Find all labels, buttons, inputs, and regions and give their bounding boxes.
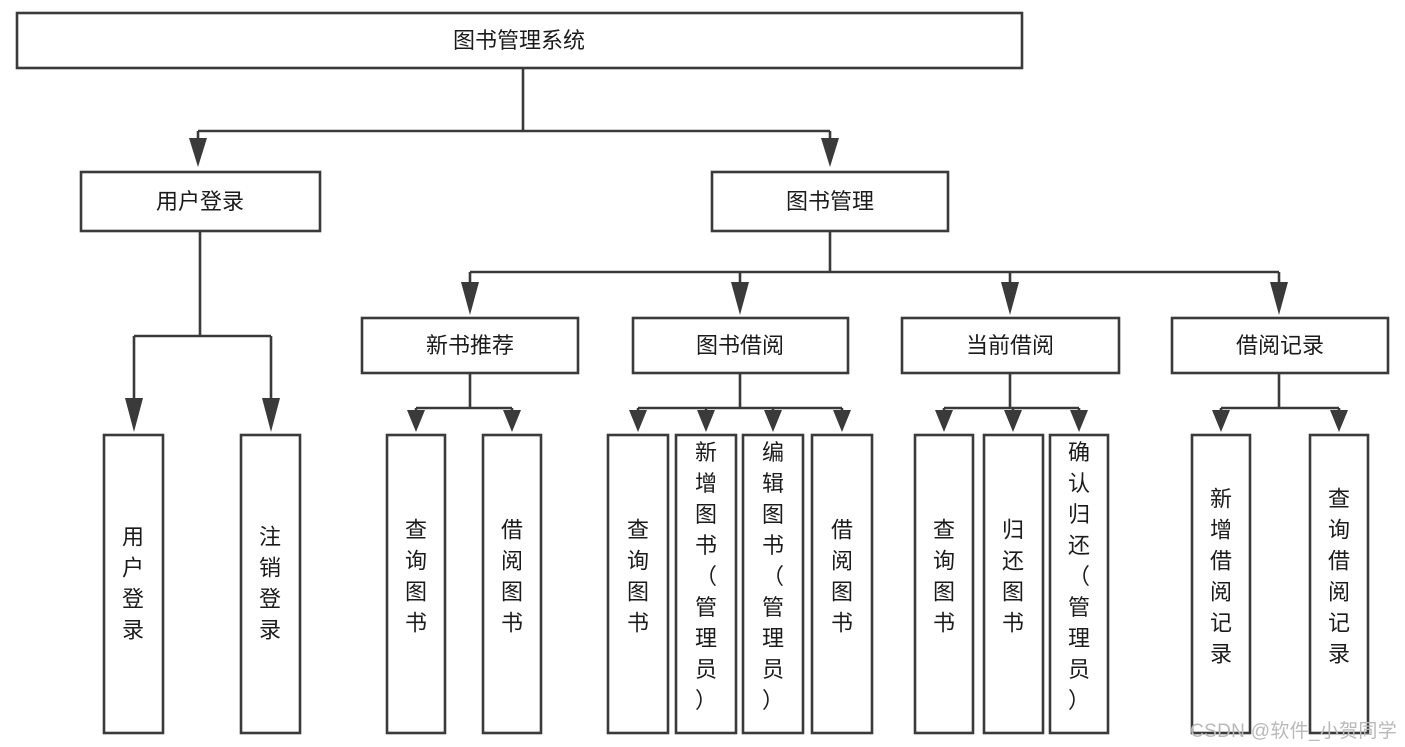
- arrowhead-user-login: [189, 138, 207, 167]
- arrowhead-leaf-query-book-recommend: [407, 410, 425, 432]
- node-user-login-box[interactable]: [79, 170, 322, 233]
- node-leaf-add-borrow-record-label: 新增借阅记录: [1210, 486, 1232, 666]
- arrowhead-leaf-borrow-book: [833, 410, 851, 432]
- arrowhead-borrow-record: [1270, 282, 1288, 315]
- arrowhead-leaf-add-book-admin: [697, 410, 715, 432]
- node-leaf-logout-label: 注销登录: [259, 524, 281, 642]
- node-leaf-edit-book-admin-box[interactable]: [741, 433, 805, 735]
- node-book-borrow-box[interactable]: [631, 316, 850, 375]
- node-current-borrow-label: 当前借阅: [966, 333, 1054, 358]
- node-root-box[interactable]: [15, 11, 1024, 70]
- node-leaf-query-book-borrow-box[interactable]: [606, 433, 670, 735]
- connector-group-book-management: [461, 231, 1288, 315]
- arrowhead-book-management: [821, 138, 839, 167]
- node-leaf-query-book-recommend-box[interactable]: [385, 433, 447, 735]
- node-leaf-query-book-borrow-label: 查询图书: [627, 517, 649, 635]
- node-borrow-record-label: 借阅记录: [1236, 333, 1324, 358]
- arrowhead-new-book-recommend: [461, 282, 479, 315]
- node-leaf-edit-book-admin-label: 编辑图书（管理员）: [762, 440, 784, 713]
- arrowhead-leaf-return-book: [1004, 410, 1022, 432]
- node-leaf-return-book[interactable]: 归还图书: [982, 433, 1045, 735]
- arrowhead-leaf-confirm-return-admin: [1070, 410, 1088, 432]
- node-leaf-add-book-admin-label: 新增图书（管理员）: [695, 440, 717, 713]
- node-leaf-return-book-box[interactable]: [982, 433, 1045, 735]
- node-leaf-borrow-book-box[interactable]: [810, 433, 874, 735]
- node-root[interactable]: 图书管理系统: [15, 11, 1024, 70]
- node-borrow-record-box[interactable]: [1170, 316, 1390, 375]
- node-borrow-record[interactable]: 借阅记录: [1170, 316, 1390, 375]
- connector-group-root: [189, 68, 839, 167]
- node-current-borrow[interactable]: 当前借阅: [900, 316, 1121, 375]
- node-leaf-edit-book-admin[interactable]: 编辑图书（管理员）: [741, 433, 805, 735]
- node-current-borrow-box[interactable]: [900, 316, 1121, 375]
- node-book-borrow-label: 图书借阅: [696, 333, 784, 358]
- node-leaf-add-book-admin-box[interactable]: [674, 433, 738, 735]
- node-book-management[interactable]: 图书管理: [710, 170, 950, 233]
- node-leaf-borrow-book-recommend-box[interactable]: [481, 433, 543, 735]
- node-leaf-query-book-borrow[interactable]: 查询图书: [606, 433, 670, 735]
- arrowhead-current-borrow: [1001, 282, 1019, 315]
- node-leaf-return-book-label: 归还图书: [1002, 517, 1024, 635]
- node-leaf-confirm-return-admin[interactable]: 确认归还（管理员）: [1048, 433, 1110, 735]
- arrowhead-leaf-borrow-book-recommend: [503, 410, 521, 432]
- node-leaf-query-borrow-record[interactable]: 查询借阅记录: [1308, 433, 1370, 735]
- node-book-management-box[interactable]: [710, 170, 950, 233]
- node-leaf-add-book-admin[interactable]: 新增图书（管理员）: [674, 433, 738, 735]
- node-user-login-label: 用户登录: [156, 189, 244, 214]
- node-leaf-borrow-book-recommend[interactable]: 借阅图书: [481, 433, 543, 735]
- node-leaf-borrow-book[interactable]: 借阅图书: [810, 433, 874, 735]
- node-leaf-query-book-recommend-label: 查询图书: [405, 517, 427, 635]
- node-leaf-query-borrow-record-box[interactable]: [1308, 433, 1370, 735]
- node-user-login[interactable]: 用户登录: [79, 170, 322, 233]
- connector-group-user-login: [125, 231, 280, 432]
- arrowhead-book-borrow: [731, 282, 749, 315]
- node-leaf-query-book-current-label: 查询图书: [933, 517, 955, 635]
- connector-group-new-book-recommend: [407, 373, 521, 432]
- node-leaf-logout-box[interactable]: [239, 433, 302, 735]
- arrowhead-leaf-query-book-borrow: [629, 410, 647, 432]
- node-leaf-user-login-box[interactable]: [102, 433, 165, 735]
- connector-group-current-borrow: [935, 373, 1088, 432]
- arrowhead-leaf-user-login: [125, 398, 143, 432]
- node-leaf-add-borrow-record[interactable]: 新增借阅记录: [1190, 433, 1252, 735]
- node-book-management-label: 图书管理: [786, 189, 874, 214]
- node-new-book-recommend[interactable]: 新书推荐: [360, 316, 580, 375]
- node-leaf-logout[interactable]: 注销登录: [239, 433, 302, 735]
- node-leaf-query-book-current[interactable]: 查询图书: [913, 433, 975, 735]
- arrowhead-leaf-add-borrow-record: [1212, 410, 1230, 432]
- node-new-book-recommend-label: 新书推荐: [426, 333, 514, 358]
- node-leaf-user-login[interactable]: 用户登录: [102, 433, 165, 735]
- connector-group-borrow-record: [1212, 373, 1348, 432]
- node-book-borrow[interactable]: 图书借阅: [631, 316, 850, 375]
- arrowhead-leaf-query-book-current: [935, 410, 953, 432]
- node-root-label: 图书管理系统: [453, 28, 585, 53]
- node-leaf-confirm-return-admin-box[interactable]: [1048, 433, 1110, 735]
- arrowhead-leaf-logout: [262, 398, 280, 432]
- node-leaf-borrow-book-label: 借阅图书: [831, 517, 853, 635]
- node-leaf-add-borrow-record-box[interactable]: [1190, 433, 1252, 735]
- node-leaf-query-book-recommend[interactable]: 查询图书: [385, 433, 447, 735]
- node-leaf-query-borrow-record-label: 查询借阅记录: [1328, 486, 1350, 666]
- connector-group-book-borrow: [629, 373, 851, 432]
- node-leaf-confirm-return-admin-label: 确认归还（管理员）: [1068, 440, 1090, 713]
- arrowhead-leaf-query-borrow-record: [1330, 410, 1348, 432]
- node-leaf-borrow-book-recommend-label: 借阅图书: [501, 517, 523, 635]
- node-leaf-user-login-label: 用户登录: [122, 524, 144, 642]
- node-new-book-recommend-box[interactable]: [360, 316, 580, 375]
- node-leaf-query-book-current-box[interactable]: [913, 433, 975, 735]
- arrowhead-leaf-edit-book-admin: [764, 410, 782, 432]
